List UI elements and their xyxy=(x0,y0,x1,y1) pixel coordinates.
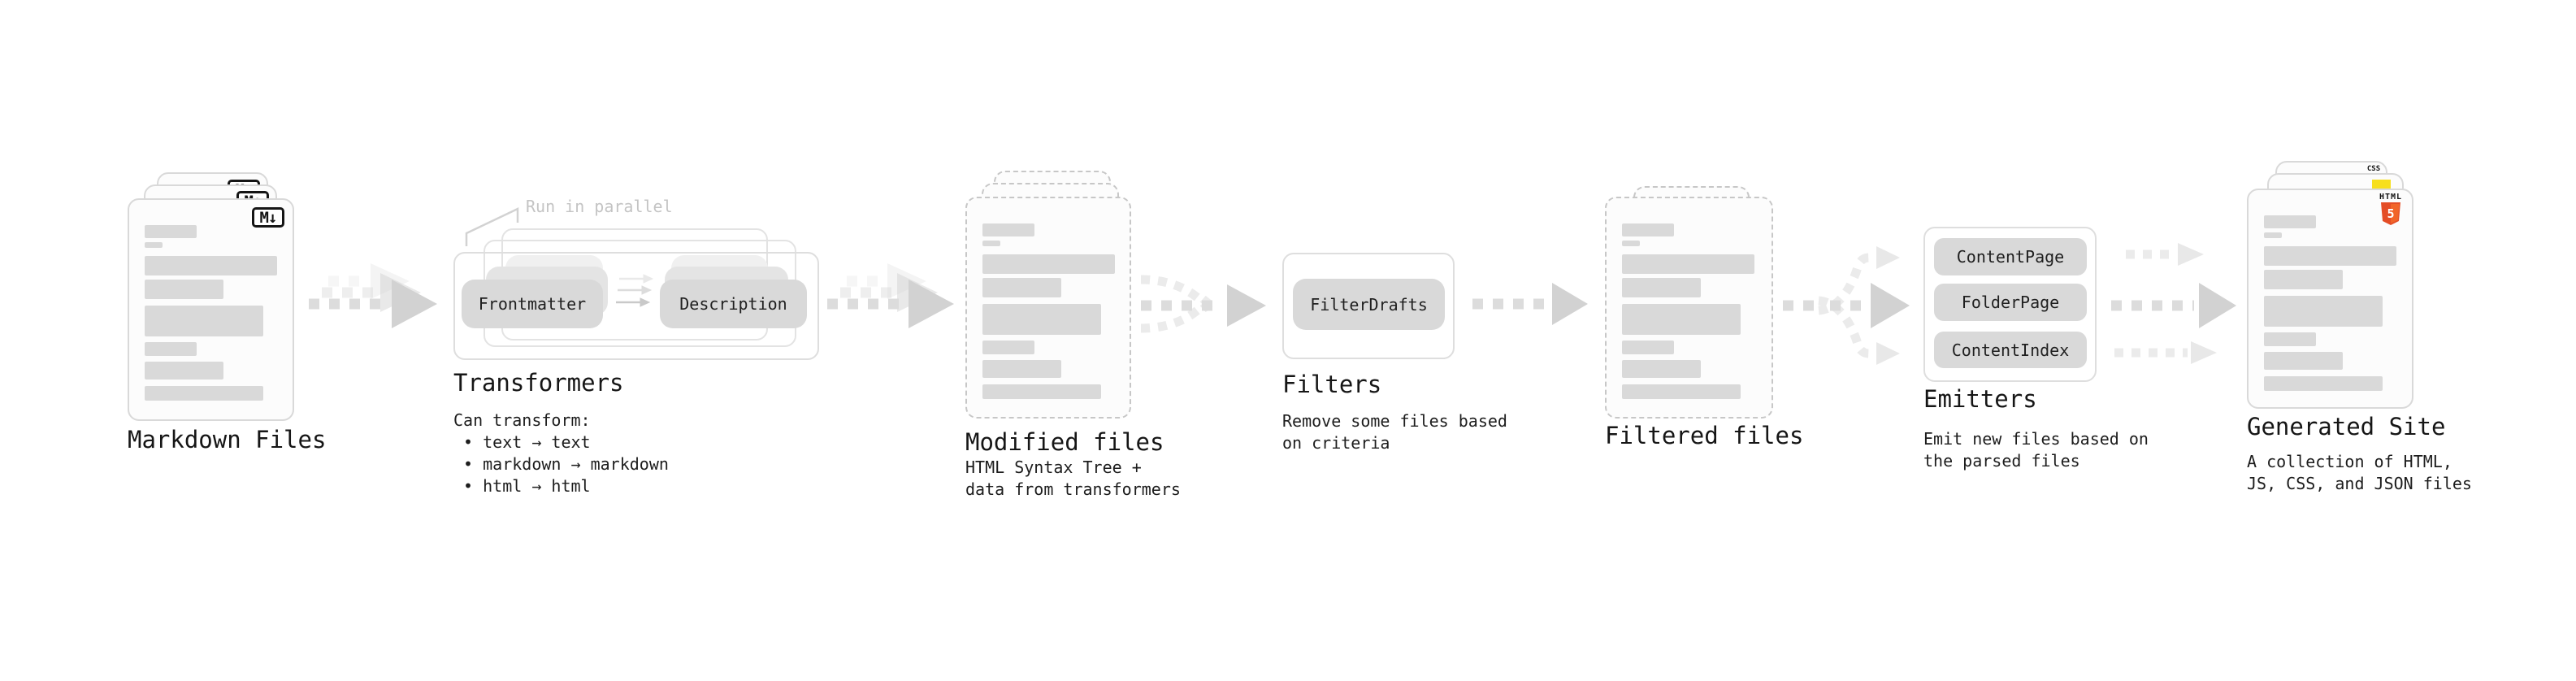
stage-title-markdown: Markdown Files xyxy=(128,426,327,453)
stage-desc-generated: A collection of HTML, JS, CSS, and JSON … xyxy=(2247,452,2472,493)
file-card-front xyxy=(965,197,1131,419)
text-placeholder-bar xyxy=(2264,352,2343,370)
text-placeholder-bar xyxy=(1622,384,1741,399)
text-placeholder-bar xyxy=(1622,223,1674,236)
text-placeholder-bar xyxy=(1622,360,1701,378)
arrow-modified-to-filters xyxy=(1140,275,1266,333)
stage-desc-modified: HTML Syntax Tree + data from transformer… xyxy=(965,458,1181,499)
text-placeholder-bar xyxy=(2264,376,2383,391)
text-placeholder-bar xyxy=(145,225,197,238)
markdown-icon: M↓ xyxy=(252,207,284,228)
arrow-filters-to-filtered xyxy=(1472,283,1588,325)
transformer-chip-arrows xyxy=(616,274,654,307)
stage-title-transformers: Transformers xyxy=(453,369,624,397)
file-card-html: HTML 5 xyxy=(2247,189,2413,409)
emitters-box xyxy=(1923,227,2097,382)
stage-title-filters: Filters xyxy=(1282,371,1382,398)
text-placeholder-bar xyxy=(2264,296,2383,327)
run-in-parallel-leader-line xyxy=(465,207,519,246)
text-placeholder-bar xyxy=(145,306,263,336)
text-placeholder-bar xyxy=(982,278,1061,297)
text-placeholder-bar xyxy=(1622,278,1701,297)
stage-desc-transformers: Can transform: • text → text • markdown … xyxy=(453,410,669,496)
file-card-front: M↓ xyxy=(128,198,294,421)
stage-title-emitters: Emitters xyxy=(1923,385,2037,413)
text-placeholder-bar xyxy=(145,242,163,248)
file-card-front xyxy=(1605,197,1773,419)
arrow-markdown-to-transformers xyxy=(309,263,437,328)
chip-contentindex: ContentIndex xyxy=(1934,332,2087,368)
transformer-box-front xyxy=(453,252,819,360)
css-icon-label: CSS xyxy=(2366,165,2381,173)
filters-box xyxy=(1282,253,1455,359)
text-placeholder-bar xyxy=(2264,246,2396,266)
stage-title-filtered: Filtered files xyxy=(1605,422,1804,449)
js-icon xyxy=(2372,180,2391,189)
text-placeholder-bar xyxy=(1622,304,1741,335)
text-placeholder-bar xyxy=(145,256,277,275)
chip-folderpage: FolderPage xyxy=(1934,284,2087,321)
text-placeholder-bar xyxy=(2264,270,2343,289)
text-placeholder-bar xyxy=(1622,254,1754,274)
text-placeholder-bar xyxy=(982,241,1000,246)
text-placeholder-bar xyxy=(982,304,1101,335)
text-placeholder-bar xyxy=(2264,232,2282,238)
chip-filterdrafts: FilterDrafts xyxy=(1293,279,1445,330)
svg-text:5: 5 xyxy=(2387,206,2394,221)
arrow-filtered-to-emitters xyxy=(1783,246,1910,365)
chip-frontmatter: Frontmatter xyxy=(462,280,603,328)
arrow-transformers-to-modified xyxy=(827,263,954,328)
text-placeholder-bar xyxy=(982,340,1034,354)
text-placeholder-bar xyxy=(145,386,263,401)
text-placeholder-bar xyxy=(982,223,1034,236)
text-placeholder-bar xyxy=(145,280,223,299)
chip-description: Description xyxy=(660,280,807,328)
html5-shield: 5 xyxy=(2381,202,2400,225)
chip-contentpage: ContentPage xyxy=(1934,238,2087,275)
html5-icon-label: HTML xyxy=(2379,193,2403,202)
stage-desc-emitters: Emit new files based on the parsed files xyxy=(1923,429,2149,471)
text-placeholder-bar xyxy=(2264,215,2316,228)
stage-title-modified: Modified files xyxy=(965,428,1164,456)
html5-icon: HTML 5 xyxy=(2379,193,2402,225)
stage-desc-filters: Remove some files based on criteria xyxy=(1282,411,1507,453)
text-placeholder-bar xyxy=(145,342,197,356)
text-placeholder-bar xyxy=(982,360,1061,378)
run-in-parallel-label: Run in parallel xyxy=(526,197,673,216)
text-placeholder-bar xyxy=(2264,332,2316,346)
text-placeholder-bar xyxy=(1622,340,1674,354)
arrow-emitters-to-generated xyxy=(2111,243,2236,364)
text-placeholder-bar xyxy=(145,362,223,380)
text-placeholder-bar xyxy=(982,384,1101,399)
text-placeholder-bar xyxy=(982,254,1115,274)
text-placeholder-bar xyxy=(1622,241,1640,246)
stage-title-generated: Generated Site xyxy=(2247,413,2446,440)
